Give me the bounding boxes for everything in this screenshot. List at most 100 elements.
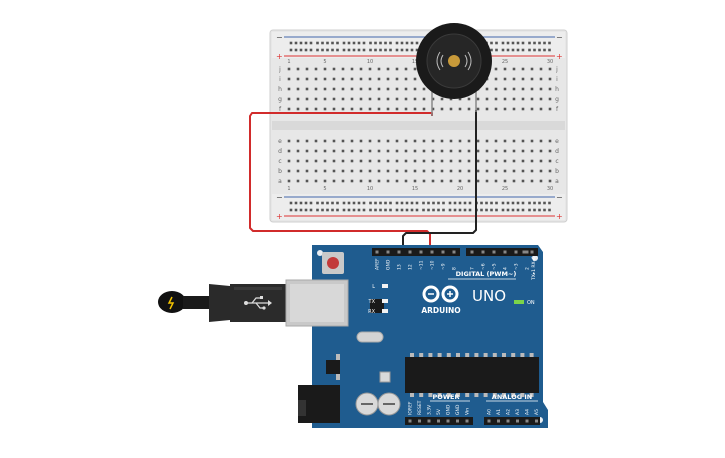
breadboard-hole[interactable]: [413, 107, 417, 111]
breadboard-hole[interactable]: [410, 201, 414, 205]
breadboard-hole[interactable]: [368, 179, 372, 183]
breadboard-hole[interactable]: [368, 97, 372, 101]
breadboard-hole[interactable]: [299, 48, 303, 52]
breadboard-hole[interactable]: [448, 208, 452, 212]
breadboard-hole[interactable]: [305, 77, 309, 81]
breadboard-hole[interactable]: [296, 107, 300, 111]
breadboard-hole[interactable]: [503, 139, 507, 143]
breadboard-hole[interactable]: [528, 208, 531, 212]
digital-pin-hole[interactable]: [481, 250, 485, 254]
breadboard-hole[interactable]: [501, 208, 505, 212]
breadboard-hole[interactable]: [539, 107, 543, 111]
breadboard-hole[interactable]: [506, 48, 510, 52]
breadboard-hole[interactable]: [548, 87, 552, 91]
digital-pin-hole[interactable]: [386, 250, 390, 254]
breadboard-hole[interactable]: [495, 208, 498, 212]
breadboard-hole[interactable]: [379, 208, 382, 212]
breadboard-hole[interactable]: [476, 169, 480, 173]
breadboard-hole[interactable]: [400, 48, 404, 52]
breadboard-hole[interactable]: [362, 208, 366, 212]
breadboard-hole[interactable]: [530, 179, 534, 183]
analog-pin-hole[interactable]: [506, 419, 510, 423]
breadboard-hole[interactable]: [449, 159, 453, 163]
breadboard-hole[interactable]: [326, 201, 329, 205]
breadboard-hole[interactable]: [374, 48, 377, 52]
breadboard-hole[interactable]: [512, 139, 516, 143]
breadboard-hole[interactable]: [404, 107, 408, 111]
breadboard-hole[interactable]: [359, 77, 363, 81]
breadboard-hole[interactable]: [316, 208, 319, 212]
breadboard-hole[interactable]: [458, 107, 462, 111]
breadboard-hole[interactable]: [359, 97, 363, 101]
breadboard-hole[interactable]: [413, 169, 417, 173]
breadboard-hole[interactable]: [467, 159, 471, 163]
breadboard-hole[interactable]: [415, 48, 419, 52]
breadboard-hole[interactable]: [332, 179, 336, 183]
breadboard-hole[interactable]: [350, 179, 354, 183]
breadboard-hole[interactable]: [357, 201, 361, 205]
breadboard-hole[interactable]: [405, 41, 409, 45]
analog-pin-hole[interactable]: [487, 419, 491, 423]
breadboard-hole[interactable]: [386, 67, 390, 71]
breadboard-hole[interactable]: [413, 149, 417, 153]
breadboard-hole[interactable]: [530, 169, 534, 173]
breadboard-hole[interactable]: [294, 201, 298, 205]
breadboard-hole[interactable]: [395, 139, 399, 143]
breadboard-hole[interactable]: [404, 77, 408, 81]
breadboard-hole[interactable]: [539, 97, 543, 101]
breadboard-hole[interactable]: [512, 77, 516, 81]
breadboard-hole[interactable]: [490, 41, 493, 45]
breadboard-hole[interactable]: [548, 48, 551, 52]
breadboard-hole[interactable]: [468, 201, 472, 205]
breadboard-hole[interactable]: [287, 97, 291, 101]
breadboard-hole[interactable]: [331, 201, 334, 205]
breadboard-hole[interactable]: [304, 41, 308, 45]
breadboard-hole[interactable]: [463, 208, 467, 212]
breadboard-hole[interactable]: [287, 77, 291, 81]
breadboard-hole[interactable]: [350, 139, 354, 143]
digital-header-right[interactable]: [466, 248, 538, 256]
breadboard-hole[interactable]: [485, 208, 488, 212]
breadboard-hole[interactable]: [521, 97, 525, 101]
digital-pin-hole[interactable]: [452, 250, 456, 254]
breadboard-hole[interactable]: [350, 77, 354, 81]
breadboard-hole[interactable]: [511, 41, 515, 45]
breadboard-hole[interactable]: [506, 208, 510, 212]
breadboard-hole[interactable]: [386, 149, 390, 153]
breadboard-hole[interactable]: [495, 201, 498, 205]
breadboard-hole[interactable]: [395, 179, 399, 183]
breadboard-hole[interactable]: [485, 179, 489, 183]
breadboard-hole[interactable]: [449, 97, 453, 101]
breadboard-hole[interactable]: [449, 139, 453, 143]
breadboard-hole[interactable]: [440, 139, 444, 143]
breadboard-hole[interactable]: [503, 179, 507, 183]
breadboard-hole[interactable]: [326, 41, 329, 45]
breadboard-hole[interactable]: [521, 149, 525, 153]
breadboard-hole[interactable]: [521, 169, 525, 173]
breadboard-hole[interactable]: [494, 77, 498, 81]
breadboard-hole[interactable]: [422, 87, 426, 91]
breadboard-hole[interactable]: [503, 159, 507, 163]
breadboard-hole[interactable]: [323, 67, 327, 71]
breadboard-hole[interactable]: [432, 208, 435, 212]
breadboard-hole[interactable]: [503, 87, 507, 91]
breadboard-hole[interactable]: [516, 48, 520, 52]
breadboard-hole[interactable]: [368, 87, 372, 91]
breadboard-hole[interactable]: [384, 208, 387, 212]
breadboard-hole[interactable]: [548, 208, 551, 212]
breadboard-hole[interactable]: [289, 41, 293, 45]
breadboard-hole[interactable]: [530, 139, 534, 143]
breadboard-hole[interactable]: [404, 169, 408, 173]
breadboard-hole[interactable]: [305, 169, 309, 173]
breadboard-hole[interactable]: [331, 48, 334, 52]
breadboard-hole[interactable]: [521, 159, 525, 163]
breadboard-hole[interactable]: [400, 41, 404, 45]
breadboard-hole[interactable]: [440, 107, 444, 111]
breadboard-hole[interactable]: [377, 67, 381, 71]
breadboard-hole[interactable]: [323, 139, 327, 143]
breadboard-hole[interactable]: [503, 77, 507, 81]
breadboard-hole[interactable]: [533, 41, 536, 45]
breadboard-hole[interactable]: [377, 139, 381, 143]
